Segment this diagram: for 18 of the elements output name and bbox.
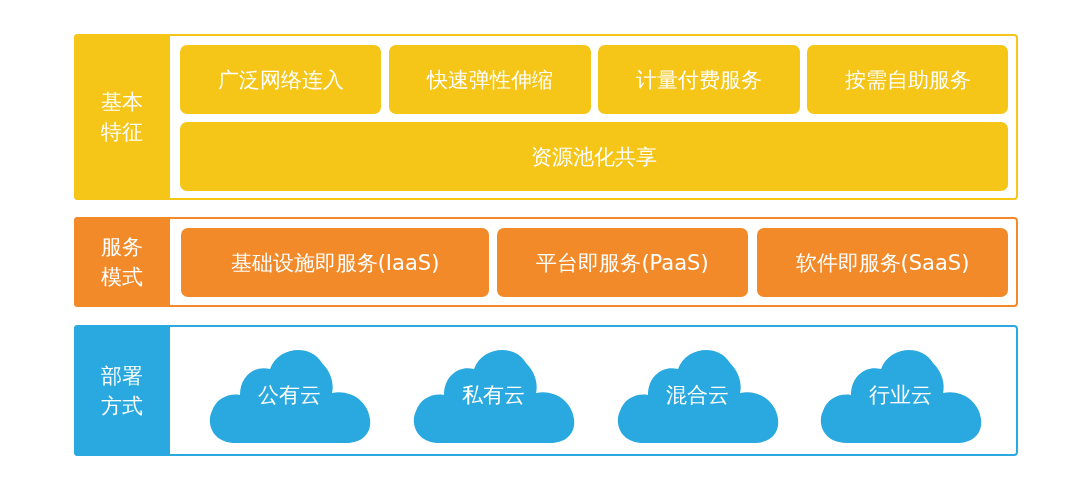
feature-box: 平台即服务(PaaS) <box>497 228 748 297</box>
feature-box: 按需自助服务 <box>807 45 1008 114</box>
feature-box: 快速弹性伸缩 <box>389 45 591 114</box>
cloud-label: 混合云 <box>664 382 730 410</box>
layer-panel <box>74 34 1018 200</box>
layer-label: 基本特征 <box>74 34 170 200</box>
layer-panel <box>74 325 1018 456</box>
cloud-label: 公有云 <box>256 382 322 410</box>
cloud-label: 私有云 <box>460 382 526 410</box>
feature-box: 软件即服务(SaaS) <box>757 228 1008 297</box>
feature-box: 计量付费服务 <box>598 45 800 114</box>
layer-label: 服务模式 <box>74 217 170 307</box>
feature-box: 广泛网络连入 <box>180 45 381 114</box>
layer-panel <box>74 217 1018 307</box>
cloud-label: 行业云 <box>867 382 933 410</box>
layer-label: 部署方式 <box>74 325 170 456</box>
feature-box: 基础设施即服务(IaaS) <box>181 228 489 297</box>
feature-box: 资源池化共享 <box>180 122 1008 191</box>
